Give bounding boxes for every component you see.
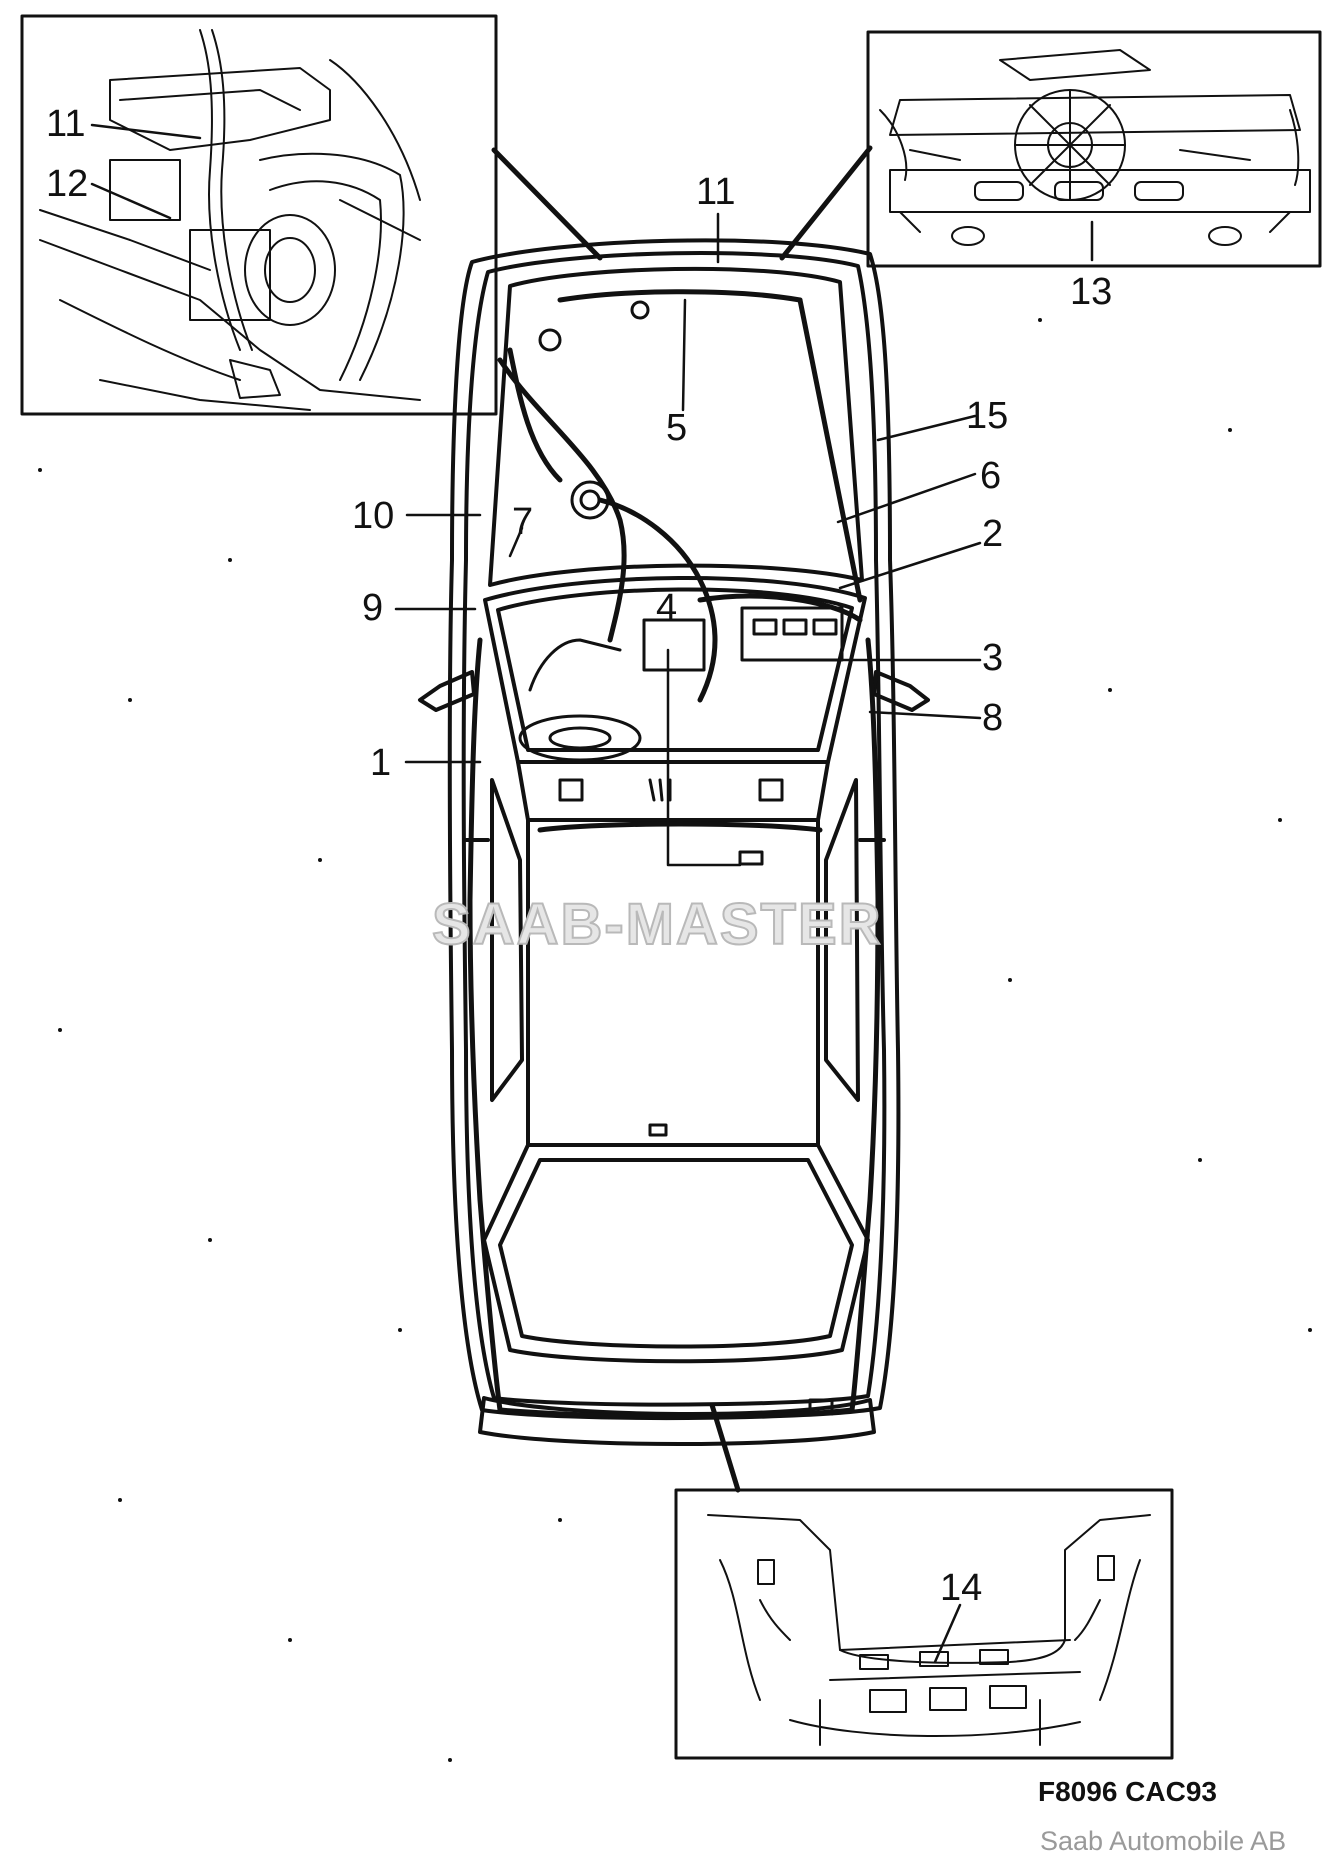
callout-12: 12 bbox=[46, 163, 88, 205]
callout-1: 1 bbox=[370, 742, 391, 784]
callout-9: 9 bbox=[362, 587, 383, 629]
figure-code: F8096 CAC93 bbox=[1038, 1776, 1217, 1807]
callout-5: 5 bbox=[666, 407, 687, 449]
copyright-notice: Saab Automobile AB bbox=[1040, 1826, 1287, 1856]
callout-leaders bbox=[90, 123, 1094, 1664]
inset-engine-bay bbox=[20, 14, 498, 416]
callout-3: 3 bbox=[982, 637, 1003, 679]
central-unit bbox=[642, 618, 706, 672]
scan-speckles bbox=[38, 318, 1312, 1762]
callout-2: 2 bbox=[982, 513, 1003, 555]
callout-11-inset: 11 bbox=[46, 103, 85, 145]
callout-13: 13 bbox=[1070, 271, 1112, 313]
rear-trunk-sketch bbox=[707, 1514, 1151, 1746]
callout-14: 14 bbox=[940, 1567, 982, 1609]
watermark: SAAB-MASTER bbox=[432, 892, 883, 957]
callout-10: 10 bbox=[352, 495, 394, 537]
callout-7: 7 bbox=[512, 501, 533, 543]
fuse-box bbox=[740, 606, 844, 662]
callout-6: 6 bbox=[980, 455, 1001, 497]
inset-radiator bbox=[866, 30, 1322, 268]
harness-components bbox=[518, 300, 844, 1416]
callout-15: 15 bbox=[966, 395, 1008, 437]
radiator-sketch bbox=[879, 49, 1311, 246]
callout-8: 8 bbox=[982, 697, 1003, 739]
callout-4: 4 bbox=[656, 587, 677, 629]
wiring-harness bbox=[467, 289, 881, 1420]
steering-wheel bbox=[518, 714, 642, 762]
callout-11-car: 11 bbox=[696, 171, 735, 213]
callout-numbers: 1 2 3 4 5 6 7 8 9 10 11 11 12 13 14 15 bbox=[46, 103, 1112, 1609]
inset-rear-trunk bbox=[674, 1488, 1174, 1760]
engine-bay-sketch bbox=[39, 29, 421, 411]
